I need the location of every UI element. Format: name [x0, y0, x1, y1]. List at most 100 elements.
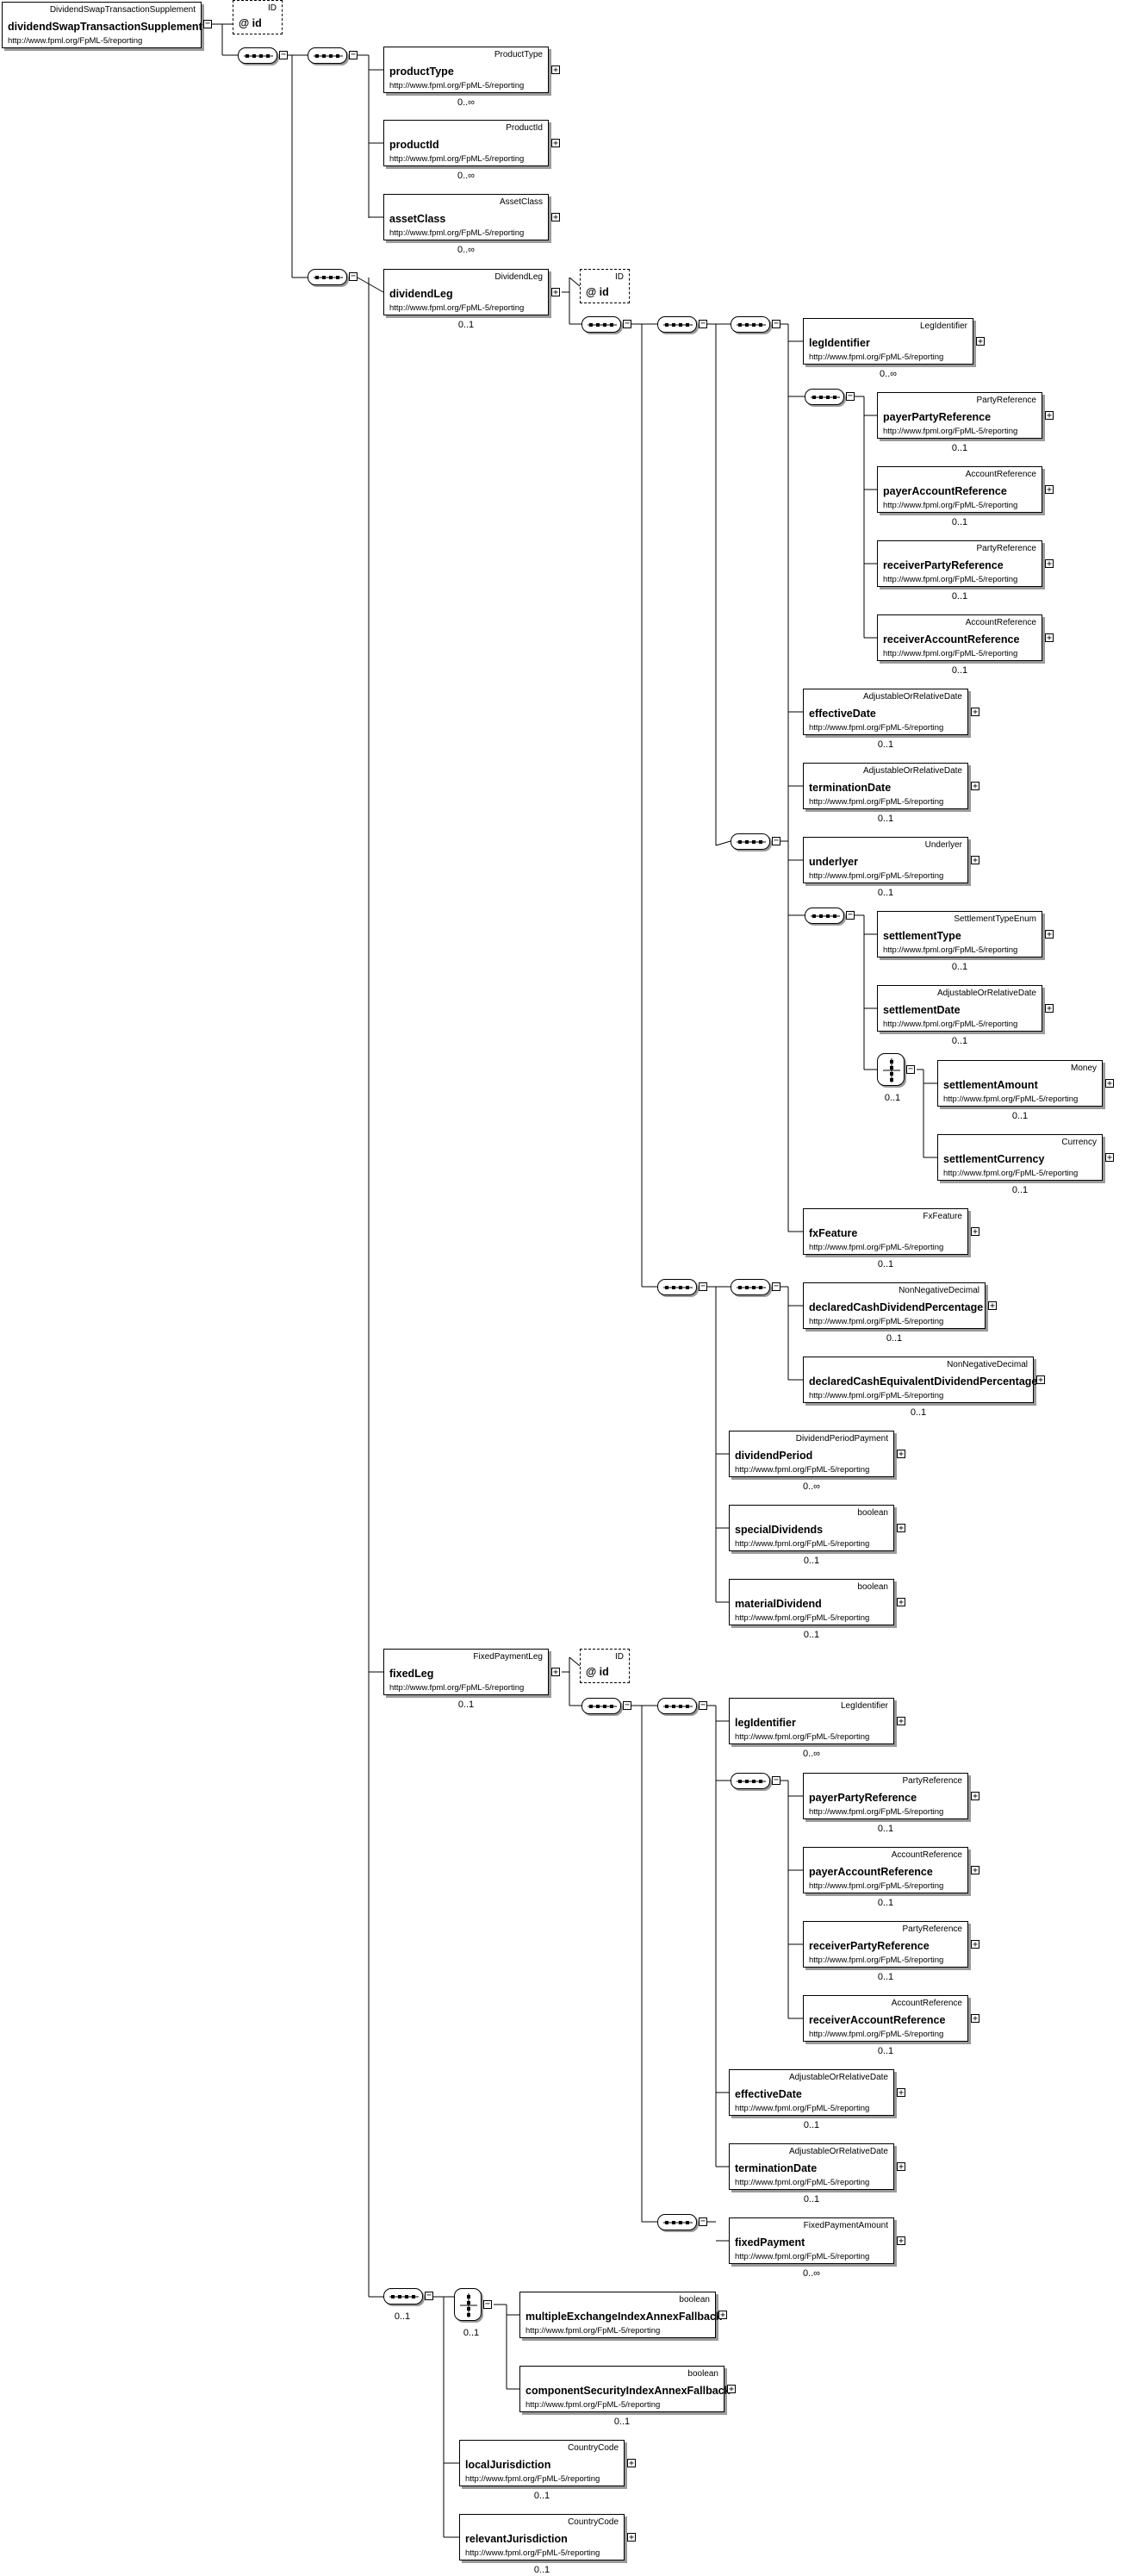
collapse-icon[interactable]: −	[772, 1775, 780, 1785]
sequence-icon[interactable]	[731, 1773, 770, 1789]
collapse-icon[interactable]: −	[772, 1282, 780, 1291]
sequence-icon[interactable]	[731, 316, 770, 333]
expand-icon[interactable]: +	[897, 2088, 905, 2098]
expand-icon[interactable]: +	[971, 1866, 979, 1875]
expand-icon[interactable]: +	[551, 213, 560, 222]
sequence-icon[interactable]	[805, 389, 844, 405]
sequence-icon[interactable]	[805, 908, 844, 924]
sequence-icon[interactable]	[238, 47, 277, 64]
expand-icon[interactable]: +	[551, 288, 560, 297]
sequence-icon[interactable]	[657, 1698, 697, 1714]
expand-icon[interactable]: +	[897, 2162, 905, 2172]
collapse-icon[interactable]: −	[699, 1282, 707, 1291]
root-id-attribute[interactable]: ID @ id	[233, 0, 283, 34]
expand-icon[interactable]: +	[971, 708, 979, 717]
expand-icon[interactable]: +	[1105, 1153, 1114, 1163]
sequence-icon[interactable]	[581, 1698, 621, 1714]
expand-icon[interactable]: +	[1036, 1375, 1045, 1385]
root-element[interactable]: DividendSwapTransactionSupplement divide…	[2, 2, 202, 48]
expand-icon[interactable]: +	[971, 1940, 979, 1949]
expand-icon[interactable]: +	[1045, 485, 1054, 495]
expand-icon[interactable]: +	[1045, 1004, 1054, 1014]
sequence-icon[interactable]	[657, 316, 697, 333]
expand-icon[interactable]: +	[727, 2385, 736, 2394]
expand-icon[interactable]: +	[897, 1524, 905, 1533]
sequence-icon[interactable]	[581, 316, 621, 333]
expand-icon[interactable]: +	[1045, 559, 1054, 569]
expand-icon[interactable]: +	[988, 1301, 997, 1311]
sequence-icon[interactable]	[383, 2288, 423, 2305]
collapse-icon[interactable]: −	[349, 271, 358, 281]
sequence-icon[interactable]	[657, 2214, 697, 2230]
choice-icon[interactable]	[454, 2288, 482, 2321]
expand-icon[interactable]: +	[897, 1598, 905, 1607]
collapse-icon[interactable]: −	[699, 1700, 707, 1710]
collapse-icon[interactable]: −	[203, 19, 212, 28]
expand-icon[interactable]: +	[897, 1450, 905, 1459]
collapse-icon[interactable]: −	[699, 2217, 707, 2226]
expand-icon[interactable]: +	[897, 2236, 905, 2246]
expand-icon[interactable]: +	[971, 782, 979, 791]
collapse-icon[interactable]: −	[279, 50, 288, 59]
sequence-icon[interactable]	[308, 269, 347, 285]
expand-icon[interactable]: +	[551, 1668, 560, 1677]
expand-icon[interactable]: +	[627, 2459, 636, 2468]
expand-icon[interactable]: +	[1045, 633, 1054, 643]
collapse-icon[interactable]: −	[699, 319, 707, 328]
expand-icon[interactable]: +	[627, 2533, 636, 2542]
collapse-icon[interactable]: −	[623, 1700, 631, 1710]
expand-icon[interactable]: +	[551, 65, 560, 75]
expand-icon[interactable]: +	[971, 2014, 979, 2024]
dividendleg-id-attribute[interactable]: ID @ id	[580, 269, 630, 303]
collapse-icon[interactable]: −	[623, 319, 631, 328]
expand-icon[interactable]: +	[971, 1792, 979, 1801]
collapse-icon[interactable]: −	[772, 836, 780, 845]
collapse-icon[interactable]: −	[349, 50, 358, 59]
collapse-icon[interactable]: −	[906, 1064, 915, 1074]
sequence-icon[interactable]	[731, 1279, 770, 1295]
expand-icon[interactable]: +	[718, 2311, 727, 2320]
fixedleg-id-attribute[interactable]: ID @ id	[580, 1649, 630, 1683]
sequence-icon[interactable]	[308, 47, 347, 64]
expand-icon[interactable]: +	[1045, 930, 1054, 939]
collapse-icon[interactable]: −	[846, 391, 855, 401]
expand-icon[interactable]: +	[897, 1717, 905, 1726]
collapse-icon[interactable]: −	[425, 2291, 433, 2300]
collapse-icon[interactable]: −	[483, 2299, 492, 2309]
collapse-icon[interactable]: −	[772, 319, 780, 328]
collapse-icon[interactable]: −	[846, 910, 855, 920]
expand-icon[interactable]: +	[976, 337, 985, 346]
expand-icon[interactable]: +	[551, 139, 560, 148]
choice-icon[interactable]	[877, 1053, 905, 1086]
